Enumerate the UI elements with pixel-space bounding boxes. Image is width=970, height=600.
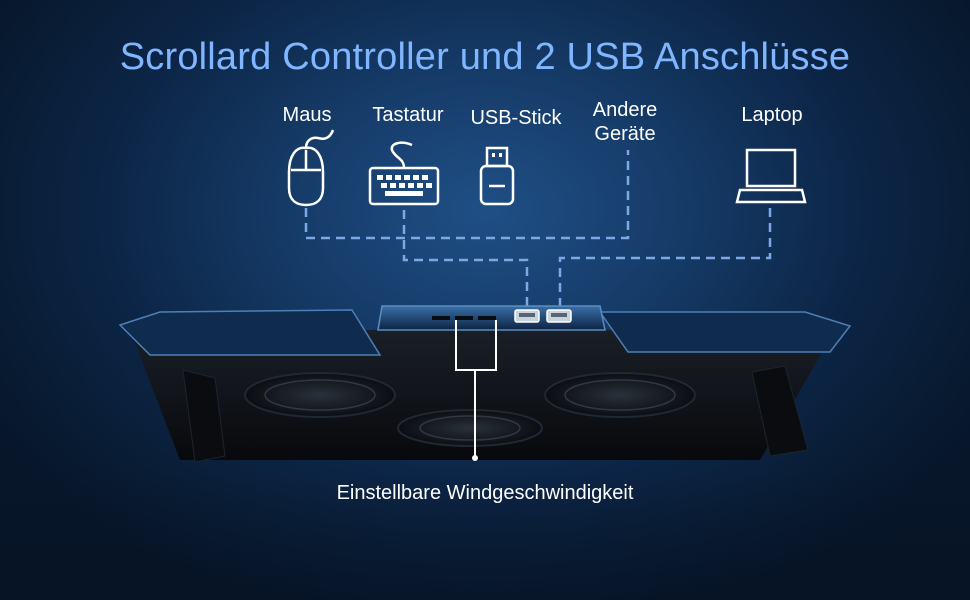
usb-stick-icon	[479, 146, 515, 206]
keyboard-label: Tastatur	[372, 104, 444, 126]
fan-right	[544, 372, 696, 418]
laptop-label: Laptop	[741, 104, 803, 126]
fan-left	[244, 372, 396, 418]
mouse-label: Maus	[282, 104, 332, 126]
usb-port-2	[546, 309, 572, 323]
keyboard-icon	[368, 141, 440, 206]
floor-reflection	[0, 470, 970, 600]
page-title: Scrollard Controller und 2 USB Anschlüss…	[119, 36, 851, 78]
cooling-pad	[118, 305, 852, 463]
usb-stick-label: USB-Stick	[470, 107, 562, 129]
wind-speed-callout	[455, 320, 497, 461]
mouse-icon	[287, 129, 335, 207]
usb-port-1	[514, 309, 540, 323]
other-devices-label: Andere Geräte	[580, 98, 670, 146]
connection-lines	[304, 150, 772, 306]
laptop-icon	[735, 148, 807, 204]
other-devices-label-line2: Geräte	[594, 123, 656, 145]
other-devices-label-line1: Andere	[592, 99, 658, 121]
wind-speed-label: Einstellbare Windgeschwindigkeit	[336, 482, 634, 504]
fan-center	[397, 409, 543, 447]
